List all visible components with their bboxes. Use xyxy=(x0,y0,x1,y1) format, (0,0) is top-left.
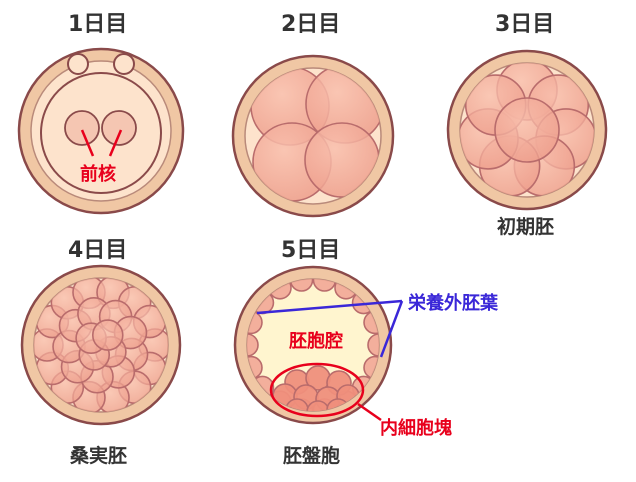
day3-label: 3日目 xyxy=(495,12,555,37)
pronucleus-left xyxy=(64,110,100,146)
day5-blastocyst xyxy=(233,265,404,425)
day2-embryo xyxy=(231,54,395,218)
day4-morula xyxy=(20,264,182,426)
trophectoderm-cell-1 xyxy=(367,333,379,357)
blastocyst-label: 胚盤胞 xyxy=(283,445,341,467)
trophectoderm-pointer-2 xyxy=(379,300,404,358)
day1-zygote xyxy=(17,47,185,215)
day1-label: 1日目 xyxy=(68,12,128,37)
early-embryo-label: 初期胚 xyxy=(497,216,555,238)
day3-cell-8 xyxy=(494,97,560,163)
day3-embryo xyxy=(446,49,608,211)
pronuclei-label: 前核 xyxy=(80,164,116,185)
pronucleus-right xyxy=(101,110,137,146)
icm-cell-9 xyxy=(306,400,330,411)
day4-label: 4日目 xyxy=(68,238,128,263)
polar-body-left xyxy=(67,53,89,75)
day5-label: 5日目 xyxy=(281,238,341,263)
trophectoderm-cell-10 xyxy=(247,333,259,357)
trophectoderm-label: 栄養外胚葉 xyxy=(408,293,498,314)
pronuclei-pointer-right xyxy=(108,129,123,157)
blastocoel-label: 胚胞腔 xyxy=(289,331,343,352)
polar-body-right xyxy=(113,53,135,75)
morula-label: 桑実胚 xyxy=(70,445,128,467)
pronuclei-pointer-left xyxy=(80,129,95,157)
trophectoderm-pointer-1 xyxy=(256,299,403,315)
day4-cell-27 xyxy=(91,319,124,351)
icm-highlight-ring xyxy=(269,362,365,418)
day1-cell xyxy=(40,72,162,194)
day2-label: 2日目 xyxy=(281,12,341,37)
inner-cell-mass-label: 内細胞塊 xyxy=(380,418,452,439)
icm-pointer xyxy=(357,402,382,422)
